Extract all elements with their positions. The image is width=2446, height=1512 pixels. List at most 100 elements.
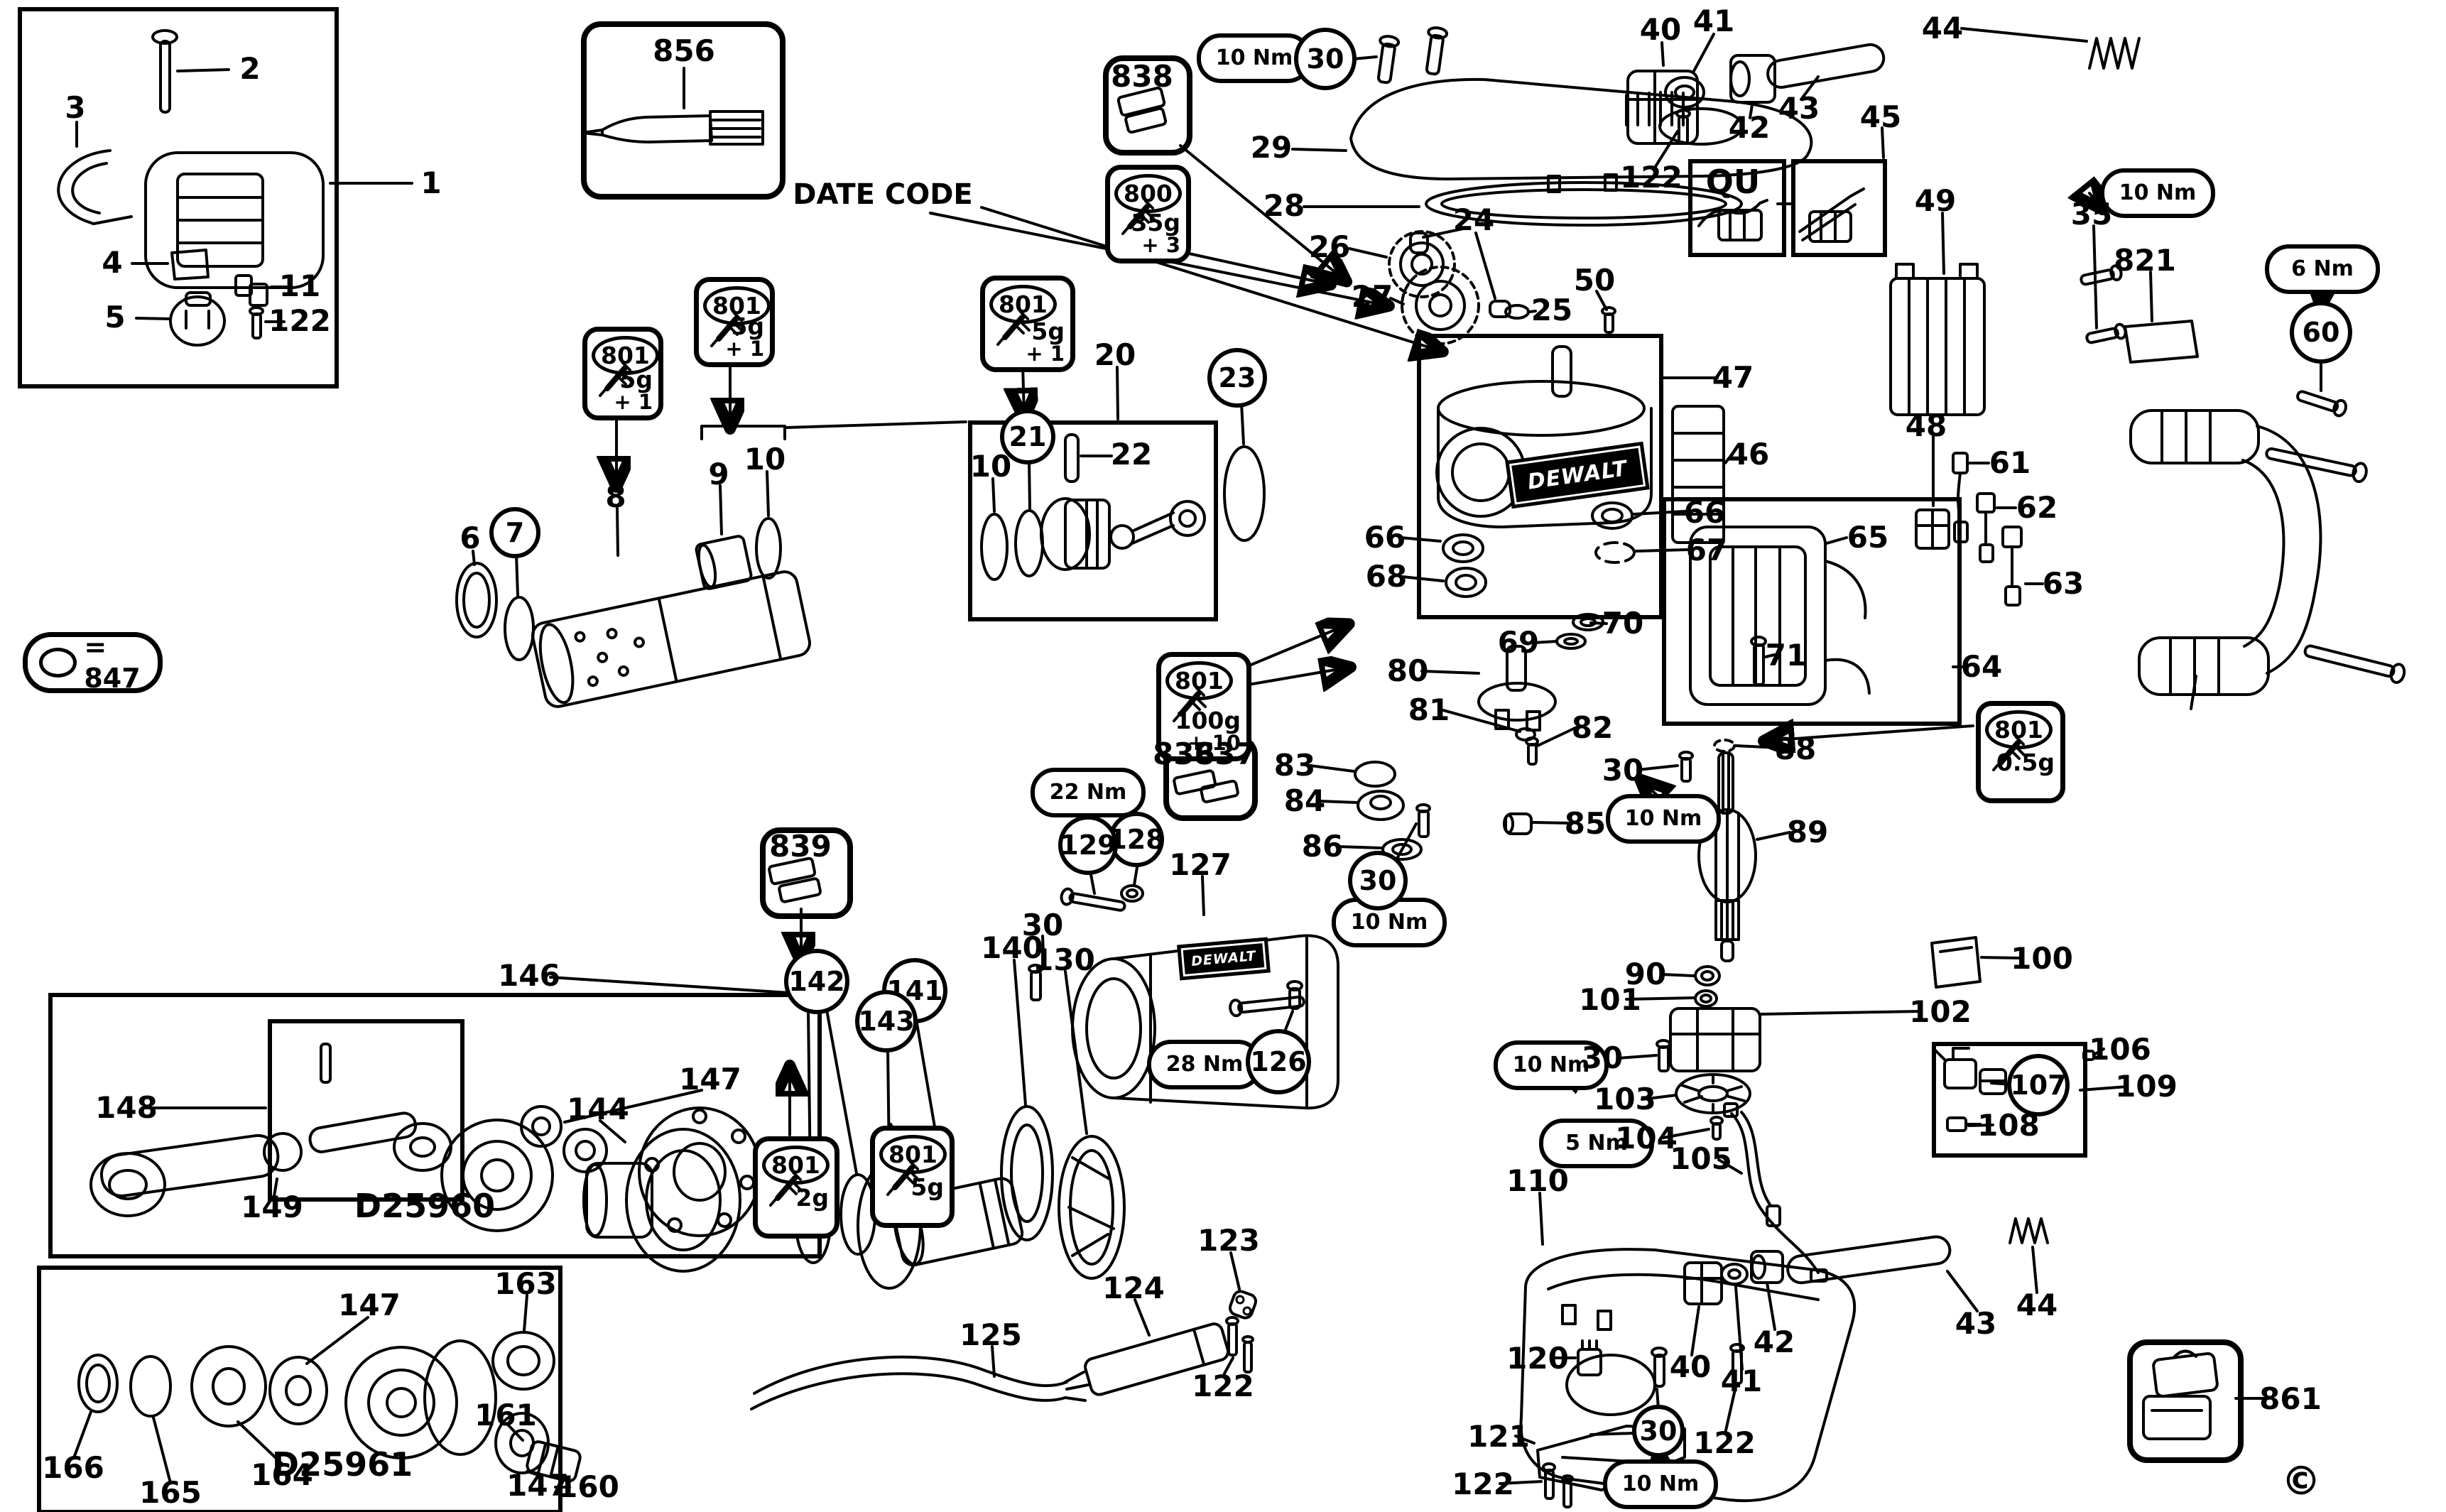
part-callout-40: 40 [1669, 1349, 1712, 1384]
part-callout-148: 148 [95, 1090, 158, 1125]
part-callout-65: 65 [1847, 520, 1889, 555]
date-code-label: DATE CODE [793, 178, 973, 211]
grease-extra-label: + 1 [1026, 342, 1065, 366]
part-callout-45: 45 [1859, 99, 1902, 134]
part-callout-42: 42 [1728, 110, 1771, 145]
handle-kit-parts [57, 29, 325, 347]
part-callout-127: 127 [1169, 847, 1232, 882]
grease-gun-icon [599, 361, 633, 397]
part-callout-30: 30 [1021, 908, 1064, 942]
legend-847-label: = 847 [84, 631, 141, 694]
part-callout-86: 86 [1301, 829, 1344, 864]
part-callout-7: 7 [489, 507, 540, 558]
part-callout-66: 66 [1364, 520, 1406, 555]
part-callout-122: 122 [1620, 160, 1683, 195]
part-callout-130: 130 [1033, 942, 1095, 977]
part-callout-88: 88 [1774, 731, 1817, 766]
grease-gun-icon [710, 312, 744, 347]
part-callout-129: 129 [1058, 815, 1118, 875]
kit-handle-1 [18, 7, 339, 388]
part-callout-68: 68 [1365, 559, 1408, 594]
torque-label: 28 Nm [1147, 1040, 1262, 1089]
grease-code-label: 801 [762, 1146, 830, 1185]
part-callout-839: 839 [769, 829, 832, 864]
motor-column-parts [1354, 645, 1982, 1388]
part-callout-105: 105 [1670, 1141, 1732, 1176]
gearcase-parts [1435, 345, 1653, 650]
part-callout-165: 165 [139, 1475, 202, 1510]
part-callout-28: 28 [1263, 188, 1305, 223]
part-callout-856: 856 [653, 33, 715, 68]
part-callout-30: 30 [1581, 1040, 1624, 1075]
side-handle-parts [2129, 409, 2406, 696]
part-callout-84: 84 [1283, 783, 1326, 818]
qu-label: QU [1705, 163, 1761, 201]
toolbox-icon [2142, 1349, 2219, 1440]
part-callout-120: 120 [1506, 1341, 1569, 1376]
kit-gearcase-47 [1417, 334, 1663, 619]
part-callout-41: 41 [1720, 1364, 1763, 1398]
part-callout-82: 82 [1571, 710, 1614, 745]
part-callout-11: 11 [278, 268, 321, 303]
part-callout-44: 44 [1921, 11, 1964, 45]
part-callout-60: 60 [2290, 301, 2352, 364]
part-callout-107: 107 [2007, 1054, 2070, 1116]
part-callout-63: 63 [2042, 566, 2084, 601]
grease-amount-label: 5g [619, 366, 653, 393]
part-callout-61: 61 [1989, 445, 2031, 480]
part-callout-85: 85 [1564, 806, 1607, 841]
oring-legend-icon [39, 648, 77, 678]
part-callout-147: 147 [506, 1468, 569, 1503]
part-callout-80: 80 [1386, 653, 1429, 688]
grease-amount-label: 5g [911, 1173, 944, 1201]
part-callout-62: 62 [2016, 490, 2058, 525]
grease-extra-label: + 1 [725, 337, 764, 361]
icon-box-chisel-856 [581, 21, 786, 200]
kit-d25961 [37, 1266, 562, 1512]
torque-label: 10 Nm [2100, 168, 2215, 218]
part-callout-30: 30 [1348, 851, 1408, 910]
grease-extra-label: + 1 [614, 390, 653, 414]
part-callout-49: 49 [1914, 183, 1957, 218]
tool-holder-top-parts [1626, 37, 2141, 145]
part-callout-48: 48 [1905, 408, 1947, 443]
grease-gun-icon [1992, 736, 2026, 771]
part-callout-40: 40 [1639, 12, 1682, 47]
part-callout-66: 66 [1683, 495, 1726, 530]
part-callout-20: 20 [1094, 337, 1136, 372]
part-callout-30: 30 [1602, 753, 1644, 788]
part-callout-125: 125 [960, 1317, 1022, 1352]
part-callout-149: 149 [241, 1190, 303, 1224]
part-callout-164: 164 [251, 1457, 313, 1492]
cylinder-housing-parts [1028, 884, 1339, 1110]
part-callout-126: 126 [1246, 1029, 1311, 1094]
part-callout-83: 83 [1273, 748, 1316, 783]
part-callout-10: 10 [969, 449, 1012, 484]
grease-gun-icon [1121, 200, 1156, 235]
part-callout-30: 30 [1632, 1405, 1685, 1457]
grease-amount-label: 2g [795, 1184, 829, 1212]
grease-gun-icon [996, 310, 1031, 346]
part-callout-47: 47 [1712, 360, 1754, 395]
legend-847: = 847 [23, 631, 163, 694]
part-callout-8: 8 [605, 479, 626, 514]
kit-switch-109 [1932, 1042, 2087, 1158]
part-callout-838: 838 [1111, 59, 1173, 94]
model-d25960-label: D25960 [354, 1187, 496, 1225]
part-callout-102: 102 [1909, 994, 1972, 1029]
part-callout-42: 42 [1753, 1325, 1795, 1359]
part-callout-43: 43 [1955, 1306, 1997, 1341]
field-and-wires [1689, 452, 2023, 706]
d25961-parts [77, 1331, 582, 1483]
part-callout-6: 6 [460, 521, 481, 555]
grease-code-label: 800 [1114, 174, 1182, 213]
icon-box-kitbox-861 [2127, 1339, 2244, 1463]
grease-gun-icon [1173, 687, 1207, 722]
part-callout-89: 89 [1786, 815, 1829, 849]
part-callout-163: 163 [494, 1266, 557, 1301]
